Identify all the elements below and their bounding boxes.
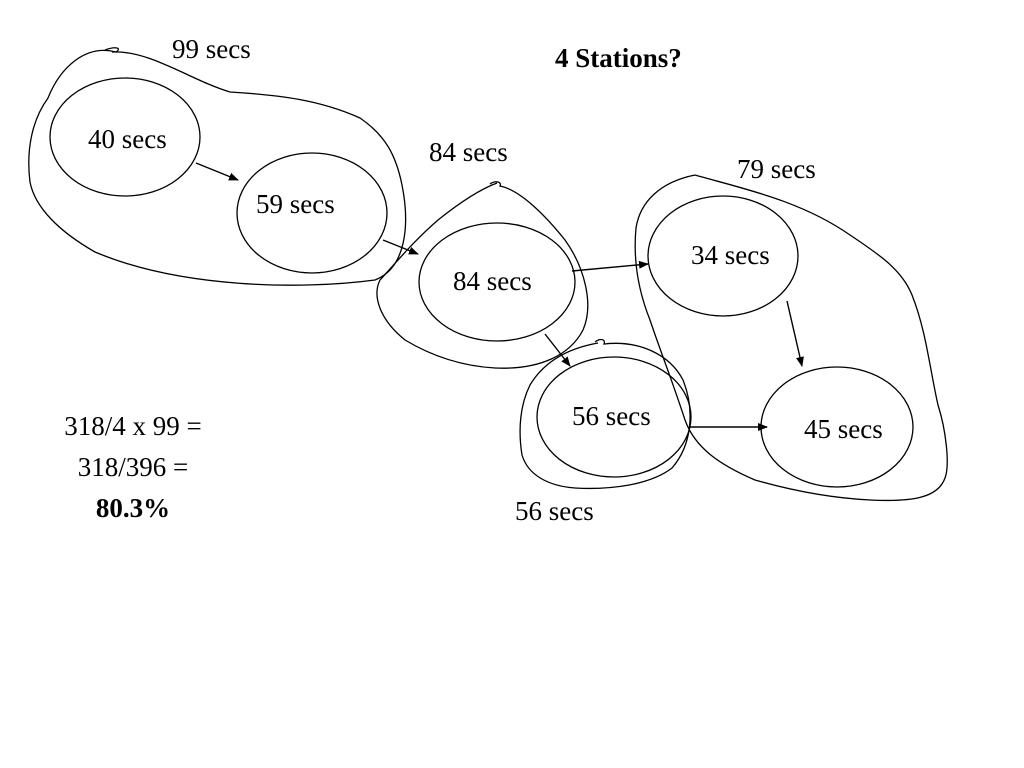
station-3-label: 79 secs <box>737 154 816 184</box>
task-59-label: 59 secs <box>256 189 335 219</box>
task-34-label: 34 secs <box>691 240 770 270</box>
arrow-34-to-45 <box>786 300 804 367</box>
task-59-node <box>236 152 388 274</box>
task-84-node <box>418 222 576 342</box>
arrow-84-to-34 <box>571 260 649 272</box>
station-2-label: 84 secs <box>429 137 508 167</box>
task-56-label: 56 secs <box>572 401 651 431</box>
station-3-outline <box>634 174 948 502</box>
calculation-line-1: 318/4 x 99 = <box>64 411 201 441</box>
task-45-label: 45 secs <box>804 414 883 444</box>
task-56-node <box>536 356 692 478</box>
arrow-59-to-84 <box>382 239 419 255</box>
station-1-label: 99 secs <box>172 34 251 64</box>
calculation-line-2: 318/396 = <box>78 452 188 482</box>
station-1-outline <box>28 47 407 286</box>
calculation-result: 80.3% <box>96 493 170 523</box>
station-2-outline <box>376 181 589 369</box>
arrow-84-to-56 <box>544 333 571 367</box>
station-4-label: 56 secs <box>515 496 594 526</box>
task-40-node <box>49 77 201 197</box>
station-4-outline <box>519 338 691 490</box>
task-34-node <box>647 195 799 317</box>
task-84-label: 84 secs <box>453 266 532 296</box>
arrow-40-to-59 <box>195 162 239 181</box>
task-40-label: 40 secs <box>88 124 167 154</box>
diagram-title: 4 Stations? <box>555 43 682 73</box>
